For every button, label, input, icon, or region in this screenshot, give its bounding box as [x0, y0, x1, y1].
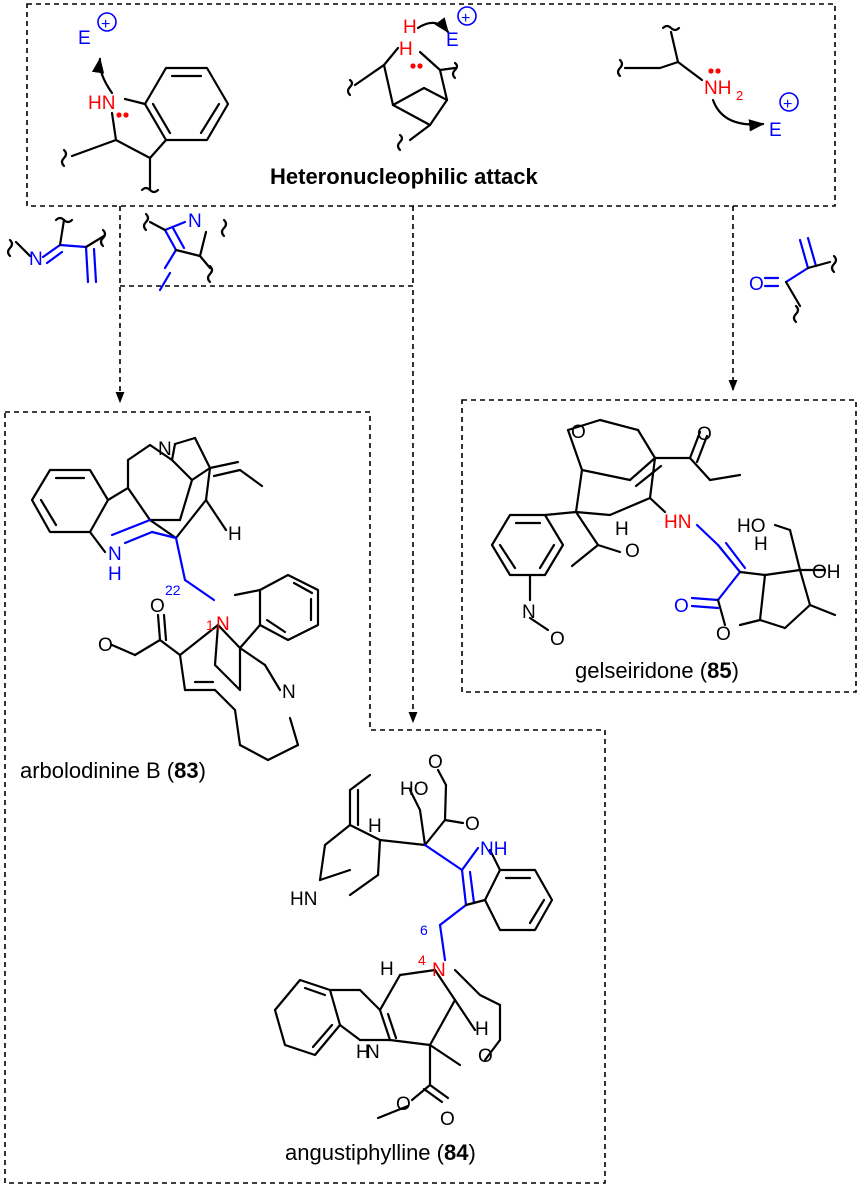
bicyclic-nh-hydrogen: H — [403, 17, 417, 38]
iminium-fragment — [6, 216, 107, 284]
indolenine-nitrogen: N — [188, 211, 202, 232]
lone-pair-dot — [417, 63, 423, 69]
gelseiridone-carbonyl-o: O — [625, 541, 640, 562]
indoline-structure — [60, 57, 230, 194]
angustiphylline-indole-nh: NH — [480, 839, 507, 860]
enone-fragment — [763, 236, 838, 324]
angustiphylline-ring-h: H — [475, 1019, 489, 1040]
gelseiridone-structure — [490, 418, 837, 632]
gelseiridone-h: H — [615, 519, 629, 540]
gelseiridone-caption: gelseiridone (85) — [575, 658, 739, 683]
amine-subscript: 2 — [736, 88, 743, 103]
arbolodinine-carbonyl-o: O — [150, 596, 165, 617]
compound-83-number: 83 — [174, 758, 198, 783]
arbolodinine-lower-n: N — [282, 682, 296, 703]
angustiphylline-indole-n: N — [366, 1042, 380, 1063]
charge-sign: + — [101, 16, 110, 33]
scheme-heading: Heteronucleophilic attack — [270, 164, 539, 189]
gelseiridone-ring-h: H — [754, 534, 768, 555]
lone-pair-dot — [116, 112, 122, 118]
indolenine-fragment — [142, 212, 228, 292]
gelseiridone-lactone-carbonyl-o: O — [674, 596, 689, 617]
arbolodinine-ester-o: O — [98, 635, 113, 656]
angustiphylline-piperidine-nh: HN — [290, 889, 317, 910]
gelseiridone-hydroxyl: OH — [812, 562, 841, 583]
gelseiridone-box — [461, 399, 857, 693]
angustiphylline-h: H — [368, 816, 382, 837]
arbolodinine-nh-h: H — [108, 564, 122, 585]
position-22-label: 22 — [165, 582, 181, 598]
angustiphylline-ether-o: O — [478, 1046, 493, 1067]
positive-charge-icon — [779, 92, 799, 112]
gelseiridone-ketone-o: O — [697, 424, 712, 445]
lone-pair-dot — [708, 68, 714, 74]
arbolodinine-caption: arbolodinine B (83) — [20, 758, 206, 783]
angustiphylline-ester-o: O — [428, 752, 443, 773]
angustiphylline-carbonyl-o: O — [465, 814, 480, 835]
gelseiridone-lactone-o: O — [716, 624, 731, 645]
nucleophile-box — [26, 3, 836, 207]
indoline-nitrogen: HN — [88, 93, 115, 114]
angustiphylline-lower-carbonyl-o: O — [440, 1109, 455, 1130]
angustiphylline-lower-ester-o: O — [396, 1094, 411, 1115]
compound-85-name: gelseiridone — [575, 658, 694, 683]
angustiphylline-n4: N — [432, 960, 446, 981]
angustiphylline-hydroxyl: HO — [400, 779, 429, 800]
lone-pair-dot — [410, 63, 416, 69]
gelseiridone-n: N — [522, 602, 536, 623]
arbolodinine-structure — [30, 436, 320, 762]
compound-83-name: arbolodinine B — [20, 758, 161, 783]
compound-84-number: 84 — [444, 1140, 469, 1165]
gelseiridone-enamine-nh: HN — [664, 512, 691, 533]
position-6-label: 6 — [420, 922, 428, 938]
electrophile-label: E — [769, 120, 782, 141]
angustiphylline-caption: angustiphylline (84) — [285, 1140, 476, 1165]
gelseiridone-hydroxymethyl: HO — [737, 516, 766, 537]
compound-84-name: angustiphylline — [285, 1140, 431, 1165]
positive-charge-icon — [457, 6, 477, 26]
iminium-nitrogen: N — [29, 249, 43, 270]
positive-charge-icon — [97, 12, 117, 32]
arbolodinine-h: H — [228, 524, 242, 545]
bicyclic-nitrogen: H — [399, 39, 413, 60]
arbolodinine-n1: N — [216, 614, 230, 635]
angustiphylline-indole-h: H — [356, 1042, 370, 1063]
angustiphylline-structure — [273, 768, 554, 1120]
angustiphylline-stereo-h: H — [380, 959, 394, 980]
lone-pair-dot — [715, 68, 721, 74]
gelseiridone-ring-o: O — [571, 422, 586, 443]
arbolodinine-nh: N — [108, 544, 122, 565]
charge-sign: + — [783, 96, 792, 113]
amine-nitrogen: NH — [704, 78, 731, 99]
position-1-label: 1 — [206, 617, 214, 633]
gelseiridone-methoxy-o: O — [550, 629, 565, 650]
compound-85-number: 85 — [707, 658, 731, 683]
arrow-to-angustiphylline — [120, 285, 418, 724]
electrophile-label: E — [78, 28, 91, 49]
arbolodinine-upper-n: N — [158, 439, 172, 460]
charge-sign: + — [461, 10, 470, 27]
electrophile-label: E — [446, 30, 459, 51]
primary-amine-structure — [616, 24, 765, 132]
enone-oxygen: O — [749, 274, 764, 295]
arbolodinine-angustiphylline-box — [4, 411, 606, 1184]
bicyclic-amine-structure — [346, 17, 459, 152]
position-4-label: 4 — [418, 952, 426, 968]
lone-pair-dot — [123, 112, 129, 118]
